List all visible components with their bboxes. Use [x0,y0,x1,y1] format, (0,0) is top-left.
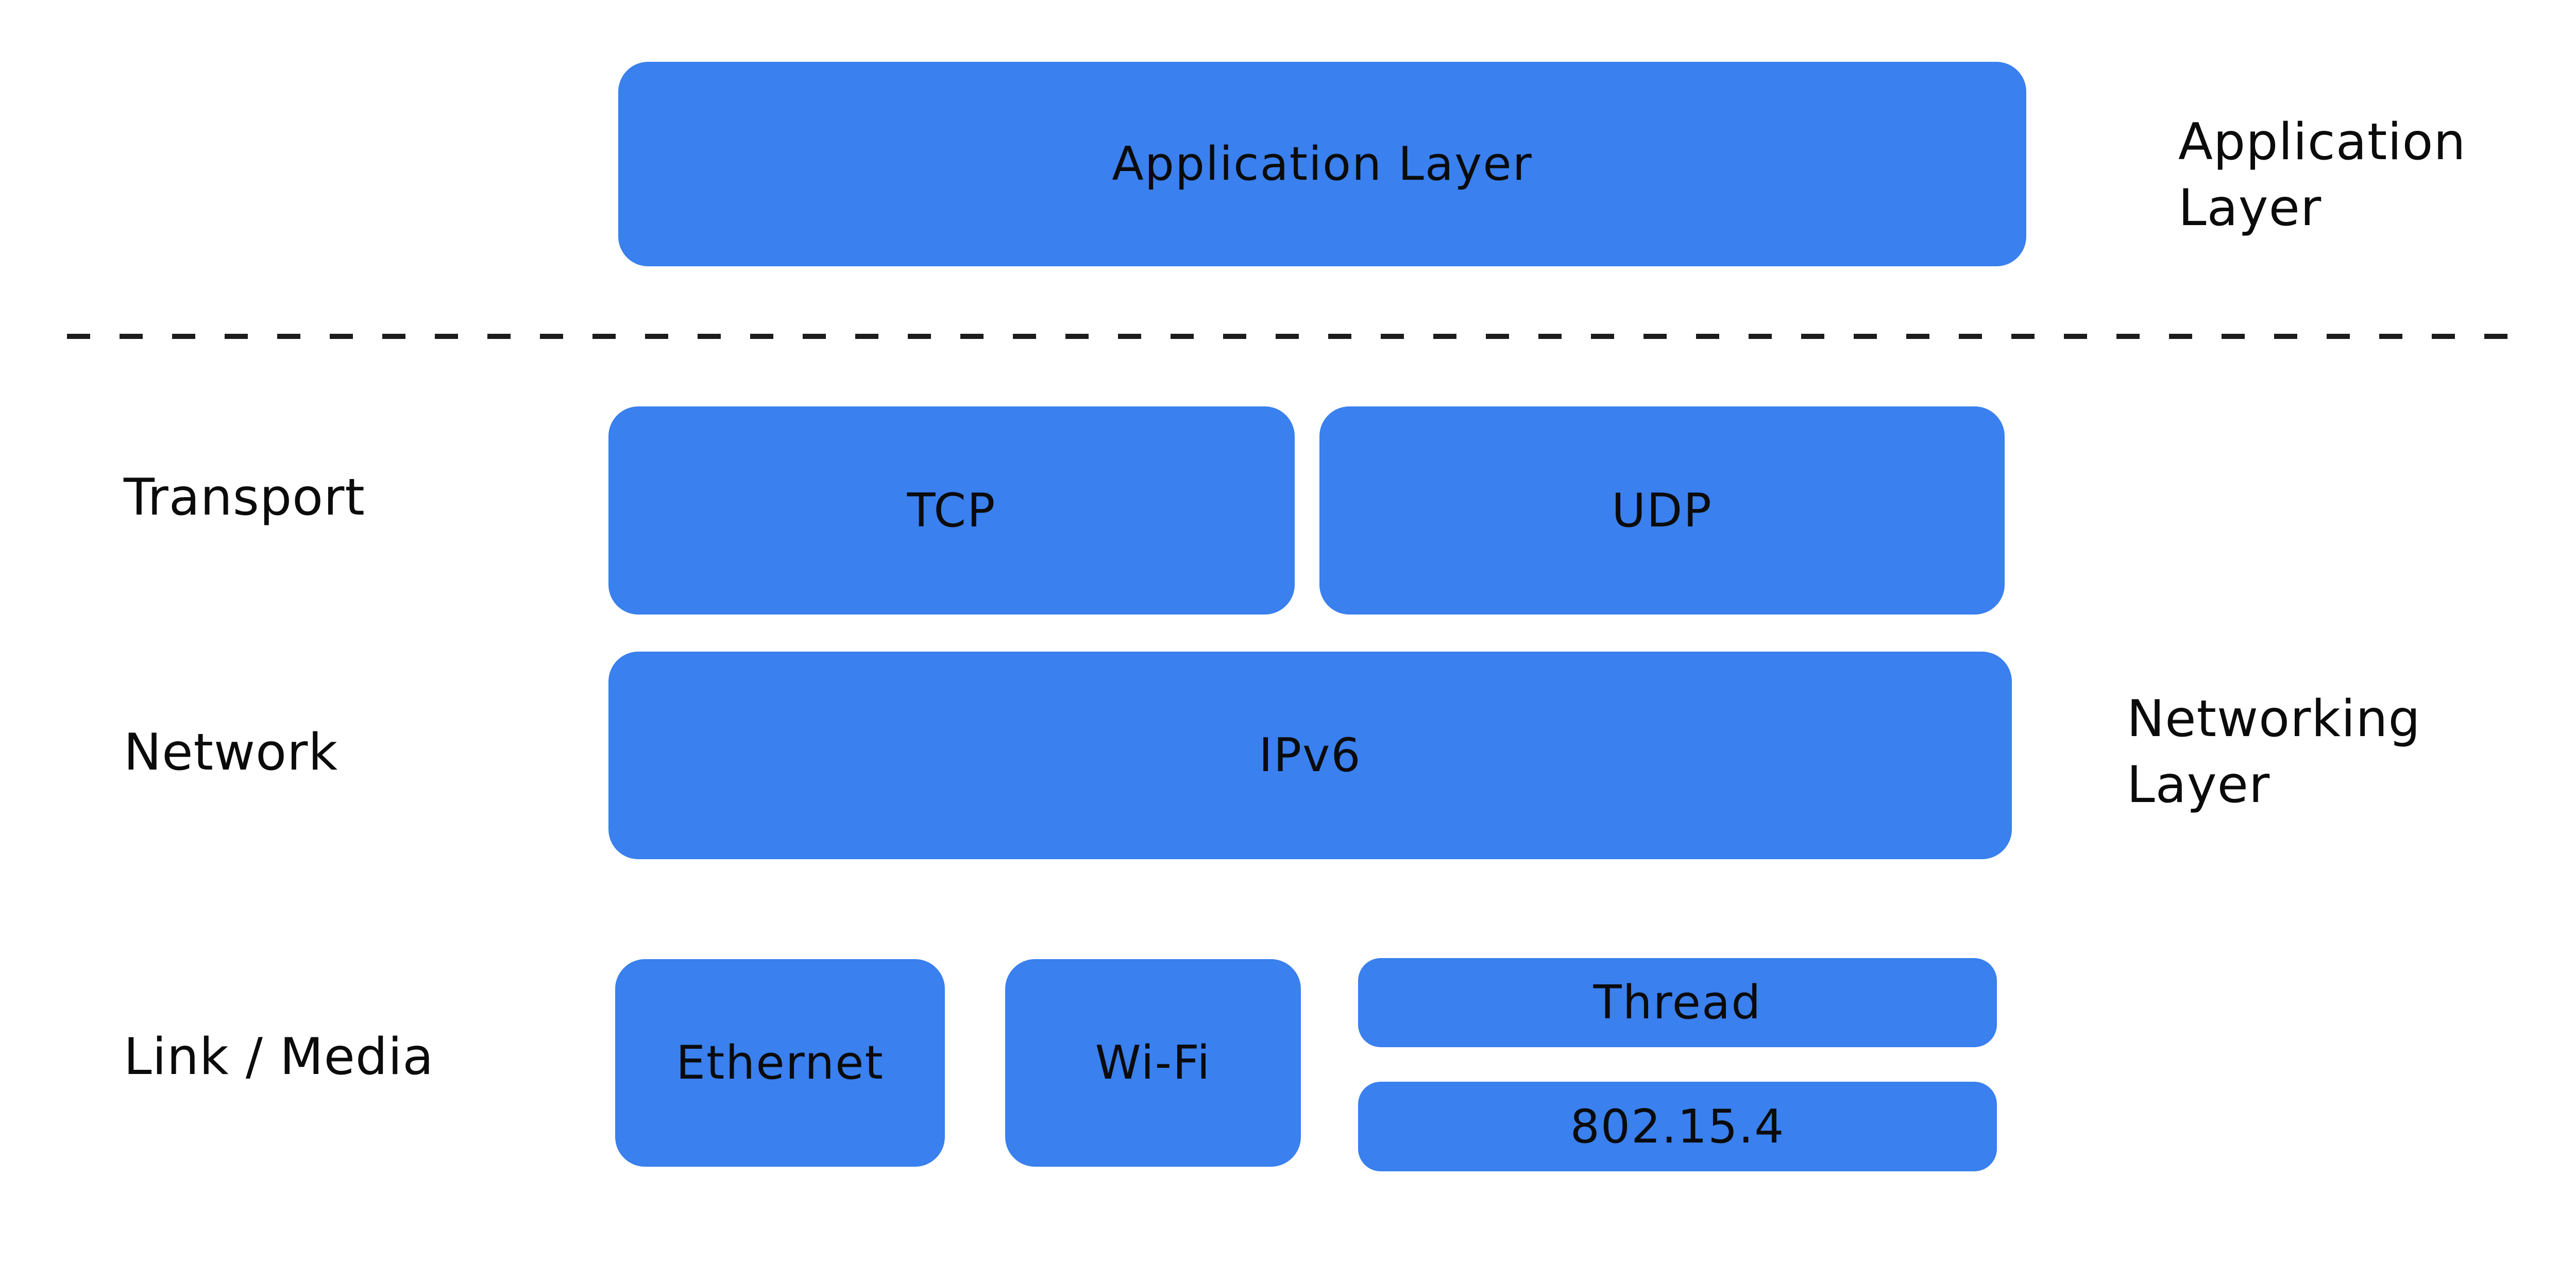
application-layer-box-label: Application Layer [1112,137,1533,191]
udp-box-label: UDP [1612,483,1713,538]
transport-row-label: Transport [124,468,365,527]
ipv6-box-label: IPv6 [1259,728,1362,782]
ethernet-box-label: Ethernet [676,1036,884,1090]
network-row-label: Network [124,723,338,782]
wifi-box: Wi-Fi [1005,959,1301,1167]
wifi-box-label: Wi-Fi [1095,1036,1211,1090]
tcp-box-label: TCP [907,483,996,538]
application-layer-box: Application Layer [618,62,2026,266]
ipv6-box: IPv6 [608,652,2012,859]
tcp-box: TCP [608,406,1295,615]
udp-box: UDP [1319,406,2005,615]
networking-layer-side-label: Networking Layer [2127,690,2421,814]
ieee-802154-box: 802.15.4 [1358,1082,1997,1171]
ethernet-box: Ethernet [615,959,945,1167]
ieee-802154-box-label: 802.15.4 [1570,1099,1785,1154]
application-layer-side-label: Application Layer [2178,113,2466,237]
thread-box: Thread [1358,958,1997,1047]
thread-box-label: Thread [1593,976,1762,1030]
link-media-row-label: Link / Media [124,1028,434,1086]
layer-divider-dashed-line [67,334,2509,339]
